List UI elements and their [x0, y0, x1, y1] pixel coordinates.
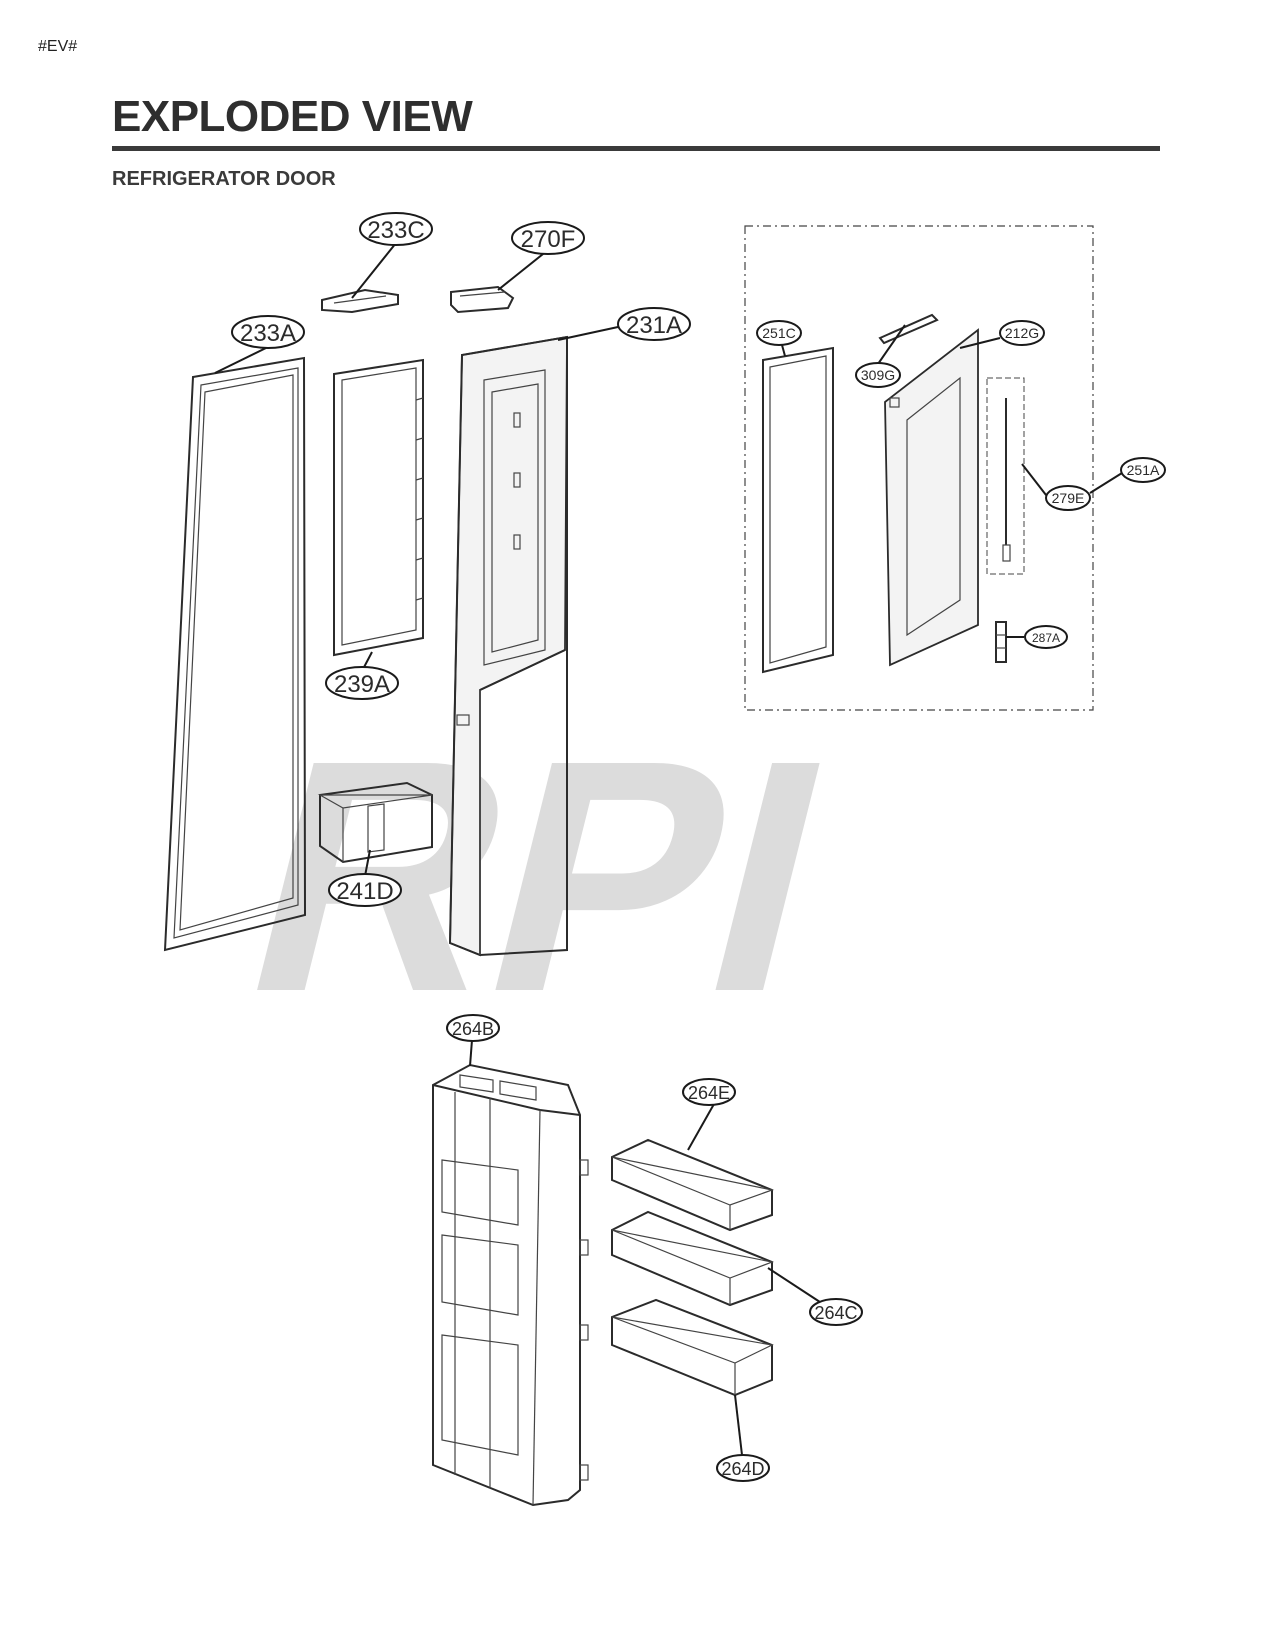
hinge-part	[321, 288, 399, 314]
callout-oval	[1120, 457, 1166, 483]
kit-dashed-box	[744, 225, 1094, 711]
connector-part	[995, 621, 1007, 663]
door-bin-middle-part	[611, 1210, 775, 1307]
door-bin-lower-part	[611, 1298, 774, 1397]
title-underline	[112, 146, 1160, 151]
glass-door-frame-part	[884, 328, 979, 667]
gasket-part	[163, 356, 307, 952]
callout-264D: 264D	[716, 1454, 770, 1482]
small-bin-part	[317, 781, 433, 864]
callout-251C: 251C	[756, 320, 802, 346]
strip-part	[878, 313, 939, 345]
callout-231A: 231A	[617, 307, 691, 341]
callout-label: 239A	[334, 671, 390, 698]
door-liner-part	[432, 1063, 589, 1507]
callout-oval	[999, 320, 1045, 346]
callout-233A: 233A	[231, 315, 305, 349]
callout-label: 251C	[762, 325, 795, 341]
callout-oval	[359, 212, 433, 246]
section-subtitle: REFRIGERATOR DOOR	[112, 168, 336, 190]
callout-oval	[756, 320, 802, 346]
door-assembly-part	[448, 335, 568, 957]
callout-239A: 239A	[325, 666, 399, 700]
callout-label: 309G	[861, 367, 895, 383]
page-title: EXPLODED VIEW	[112, 92, 473, 141]
callout-264E: 264E	[682, 1078, 736, 1106]
callout-oval	[511, 221, 585, 255]
callout-oval	[682, 1078, 736, 1106]
callout-241D: 241D	[328, 873, 402, 907]
callout-264B: 264B	[446, 1014, 500, 1042]
callout-oval	[809, 1298, 863, 1326]
callout-label: 264B	[452, 1019, 494, 1039]
callout-label: 241D	[336, 878, 393, 905]
callout-oval	[716, 1454, 770, 1482]
callout-oval	[328, 873, 402, 907]
callout-oval	[446, 1014, 500, 1042]
callout-label: 264E	[688, 1083, 730, 1103]
callout-label: 212G	[1005, 325, 1039, 341]
callout-label: 233A	[240, 320, 296, 347]
inner-panel-part	[333, 358, 424, 657]
callout-309G: 309G	[855, 362, 901, 388]
callout-label: 279E	[1052, 490, 1085, 506]
callout-label: 264C	[814, 1303, 857, 1323]
wire-dashed-box	[986, 377, 1025, 575]
watermark: RPI	[217, 693, 859, 1061]
callout-label: 251A	[1127, 462, 1160, 478]
callout-label: 270F	[521, 226, 576, 253]
hinge-cover-part	[450, 285, 515, 314]
callout-oval	[855, 362, 901, 388]
callout-oval	[1024, 625, 1068, 649]
callout-label: 287A	[1032, 631, 1060, 645]
leader-lines	[214, 242, 1123, 1456]
callout-212G: 212G	[999, 320, 1045, 346]
callout-279E: 279E	[1045, 485, 1091, 511]
callout-label: 231A	[626, 312, 682, 339]
callout-233C: 233C	[359, 212, 433, 246]
callout-251A: 251A	[1120, 457, 1166, 483]
wire-harness-part	[1002, 398, 1011, 562]
glass-gasket-part	[762, 346, 834, 674]
callout-oval	[617, 307, 691, 341]
callout-oval	[1045, 485, 1091, 511]
callout-label: 233C	[367, 217, 424, 244]
callout-oval	[231, 315, 305, 349]
callout-label: 264D	[721, 1459, 764, 1479]
callout-oval	[325, 666, 399, 700]
watermark-text: RPI	[217, 693, 859, 1061]
callout-287A: 287A	[1024, 625, 1068, 649]
document-tag: #EV#	[38, 38, 78, 55]
callout-264C: 264C	[809, 1298, 863, 1326]
callout-270F: 270F	[511, 221, 585, 255]
door-bin-upper-part	[611, 1138, 775, 1232]
